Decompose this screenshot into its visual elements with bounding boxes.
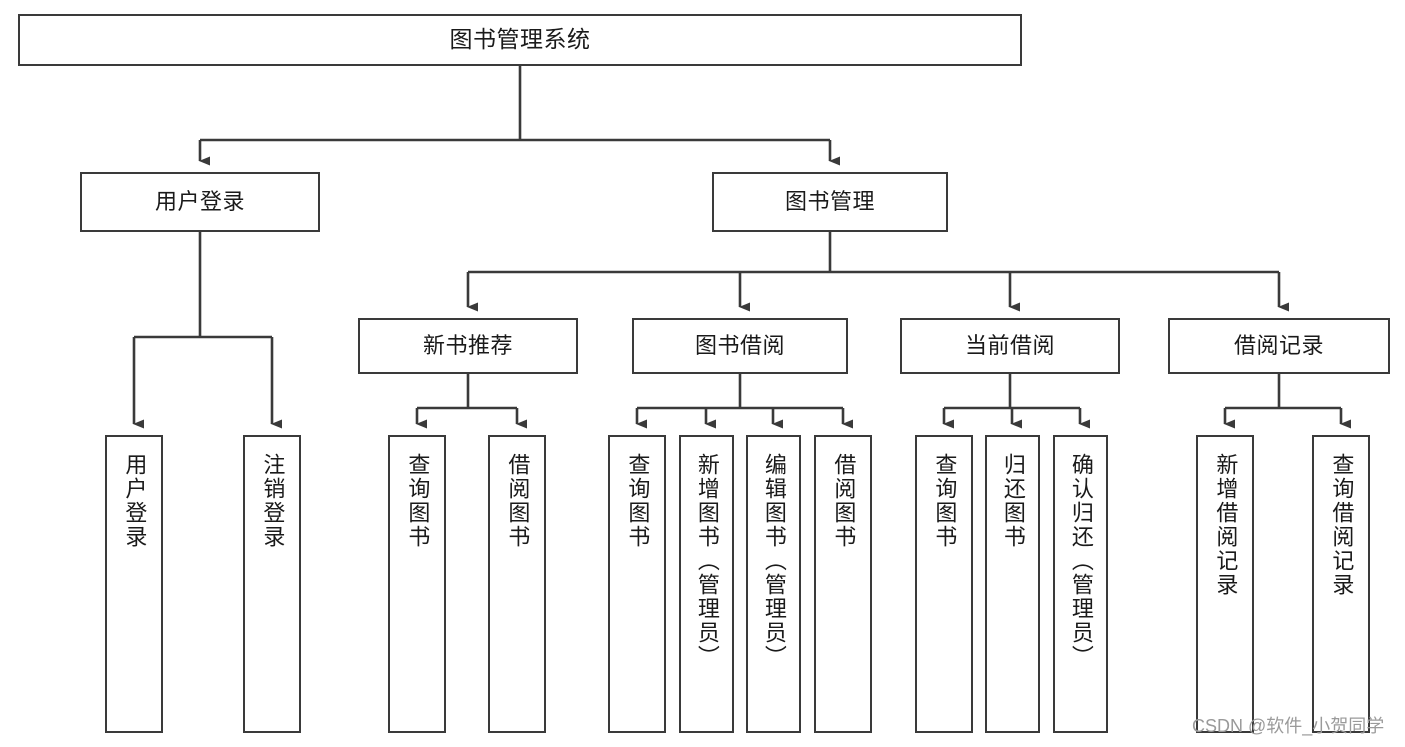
- watermark-text: CSDN @软件_小贺同学: [1192, 716, 1385, 736]
- leaf-edit-book-label: 编辑图书（管理员）: [761, 453, 787, 669]
- leaf-query-book-1[interactable]: 查询图书: [388, 435, 446, 733]
- leaf-borrow-book-1-label: 借阅图书: [505, 453, 531, 549]
- leaf-add-book[interactable]: 新增图书（管理员）: [679, 435, 734, 733]
- leaf-user-logout[interactable]: 注销登录: [243, 435, 301, 733]
- node-current-borrow-label: 当前借阅: [964, 333, 1055, 359]
- leaf-add-record-label: 新增借阅记录: [1213, 453, 1239, 597]
- leaf-confirm-return[interactable]: 确认归还（管理员）: [1053, 435, 1108, 733]
- leaf-query-book-2-label: 查询图书: [625, 453, 651, 549]
- leaf-return-book[interactable]: 归还图书: [985, 435, 1040, 733]
- leaf-query-record-label: 查询借阅记录: [1329, 453, 1355, 597]
- leaf-borrow-book-2-label: 借阅图书: [831, 453, 857, 549]
- leaf-user-logout-label: 注销登录: [260, 453, 286, 549]
- leaf-add-book-label: 新增图书（管理员）: [694, 453, 720, 669]
- leaf-user-login-label: 用户登录: [122, 453, 148, 549]
- leaf-borrow-book-1[interactable]: 借阅图书: [488, 435, 546, 733]
- leaf-query-record[interactable]: 查询借阅记录: [1312, 435, 1370, 733]
- node-book-manage-label: 图书管理: [784, 189, 875, 215]
- leaf-return-book-label: 归还图书: [1000, 453, 1026, 549]
- leaf-query-book-3[interactable]: 查询图书: [915, 435, 973, 733]
- leaf-user-login[interactable]: 用户登录: [105, 435, 163, 733]
- node-root-label: 图书管理系统: [449, 26, 591, 53]
- node-user-login-label: 用户登录: [154, 189, 245, 215]
- leaf-query-book-1-label: 查询图书: [405, 453, 431, 549]
- node-book-borrow-label: 图书借阅: [694, 333, 785, 359]
- leaf-confirm-return-label: 确认归还（管理员）: [1068, 453, 1094, 669]
- leaf-query-book-2[interactable]: 查询图书: [608, 435, 666, 733]
- node-user-login[interactable]: 用户登录: [80, 172, 320, 232]
- node-current-borrow[interactable]: 当前借阅: [900, 318, 1120, 374]
- node-new-book-recommend-label: 新书推荐: [422, 333, 513, 359]
- node-new-book-recommend[interactable]: 新书推荐: [358, 318, 578, 374]
- leaf-query-book-3-label: 查询图书: [932, 453, 958, 549]
- leaf-borrow-book-2[interactable]: 借阅图书: [814, 435, 872, 733]
- node-borrow-record-label: 借阅记录: [1233, 333, 1324, 359]
- node-borrow-record[interactable]: 借阅记录: [1168, 318, 1390, 374]
- leaf-edit-book[interactable]: 编辑图书（管理员）: [746, 435, 801, 733]
- node-root[interactable]: 图书管理系统: [18, 14, 1022, 66]
- node-book-borrow[interactable]: 图书借阅: [632, 318, 848, 374]
- node-book-manage[interactable]: 图书管理: [712, 172, 948, 232]
- leaf-add-record[interactable]: 新增借阅记录: [1196, 435, 1254, 733]
